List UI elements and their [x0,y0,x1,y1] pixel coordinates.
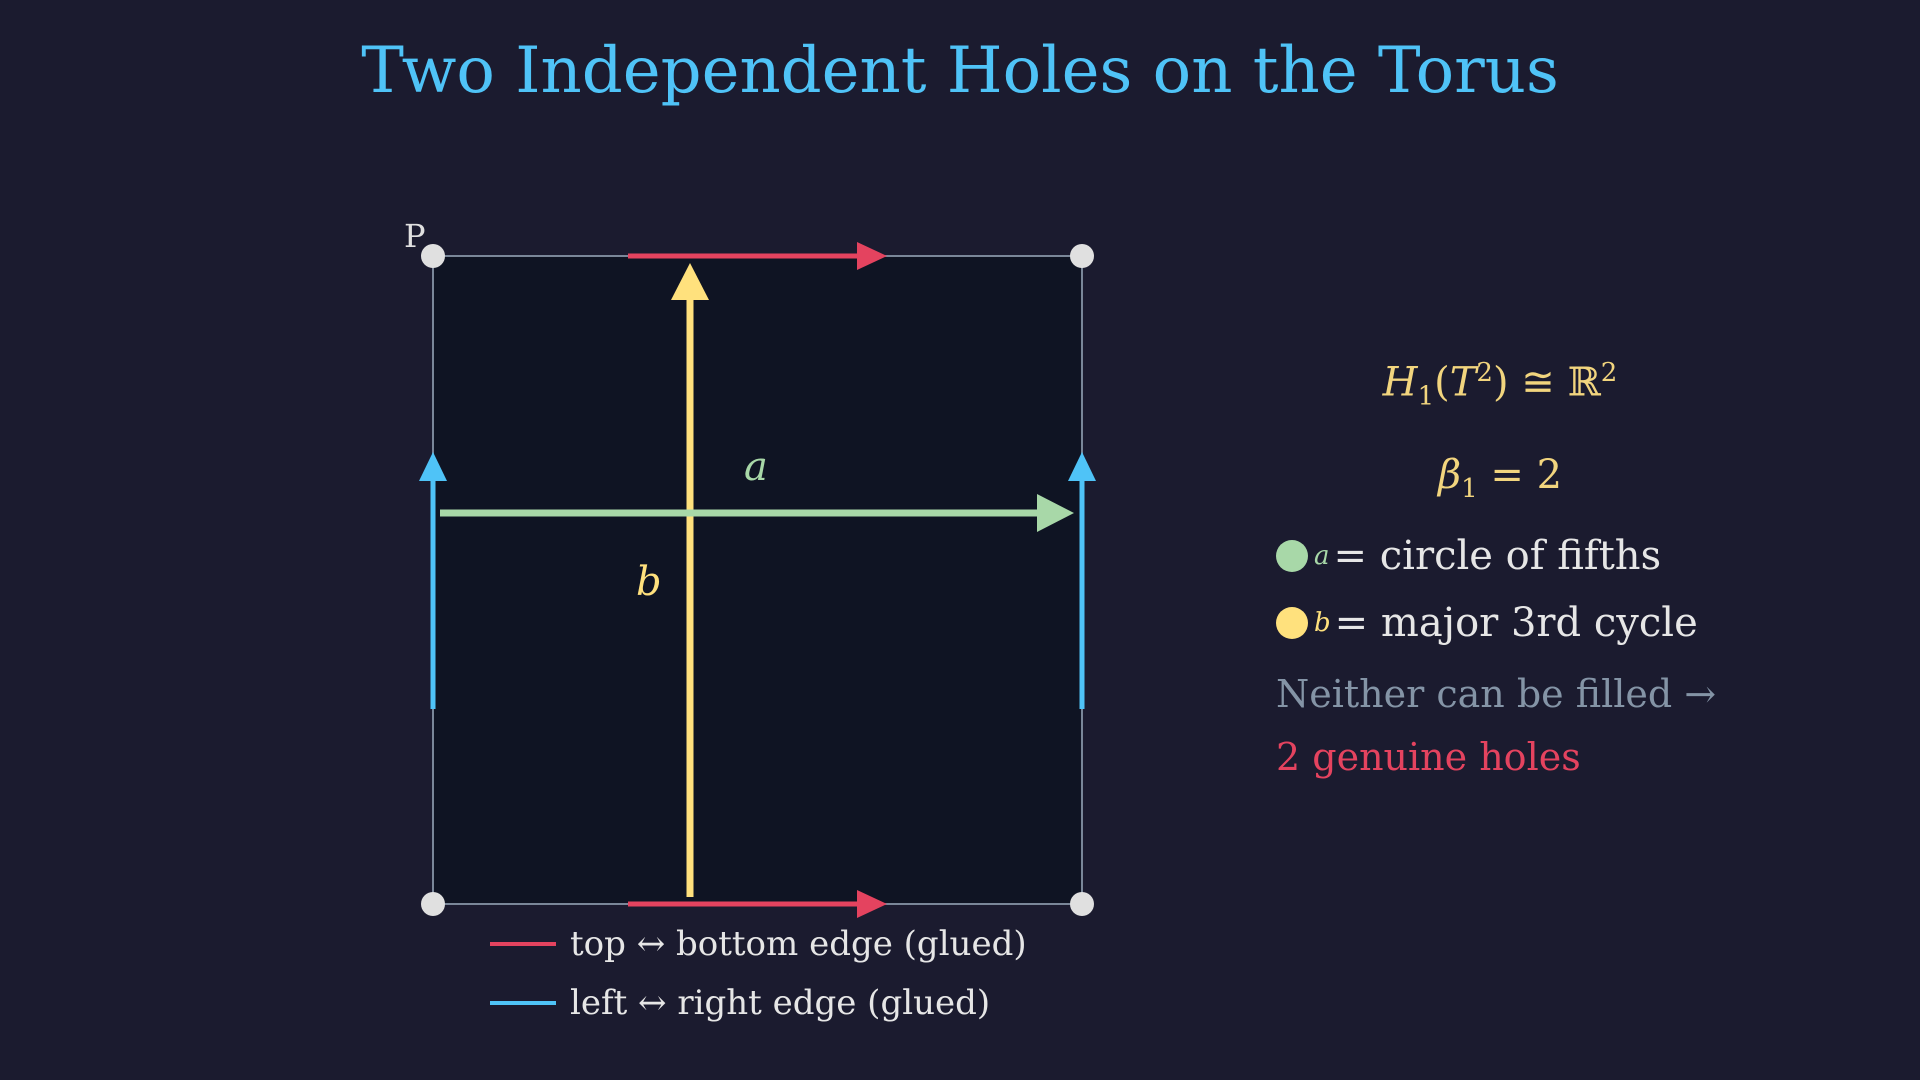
key-loop-b: b = major 3rd cycle [1276,600,1698,646]
legend-label: top ↔ bottom edge (glued) [570,924,1027,964]
vertex-label-p: P [404,217,426,255]
yellow-dot-icon [1276,607,1308,639]
fundamental-square [432,255,1083,905]
formula-beta: β [1437,452,1462,498]
formula-rel: ≅ [1508,359,1568,406]
formula-sub: 1 [1417,381,1435,412]
key-text: = major 3rd cycle [1334,600,1698,646]
left-edge-arrow [419,452,447,709]
right-edge-arrow [1068,452,1096,709]
key-text: = circle of fifths [1333,533,1662,579]
formula-t: T [1449,359,1477,406]
legend-left-right: left ↔ right edge (glued) [490,983,990,1023]
formula-h: H [1382,359,1418,406]
vertex-top-left [421,244,445,268]
homology-formula: H1(T2) ≅ ℝ2 [1382,358,1618,412]
formula-sup-r: 2 [1600,358,1618,388]
betti-formula: β1 = 2 [1300,452,1700,504]
legend-red-swatch [490,942,556,946]
formula-beta-sub: 1 [1461,474,1478,504]
bottom-edge-arrow [628,890,887,918]
formula-sup: 2 [1476,358,1493,388]
legend-top-bottom: top ↔ bottom edge (glued) [490,924,1027,964]
top-edge-arrow [628,242,887,270]
note-neither-filled: Neither can be filled → [1276,672,1717,716]
key-loop-a: a = circle of fifths [1276,533,1661,579]
loop-a-arrow [440,494,1074,532]
vertex-bottom-left [421,892,445,916]
loop-b-label: b [636,559,662,605]
key-symbol: a [1314,541,1330,571]
loop-b-arrow [671,263,709,897]
legend-blue-swatch [490,1001,556,1005]
key-symbol: b [1314,608,1331,638]
vertex-top-right [1070,244,1094,268]
green-dot-icon [1276,540,1308,572]
formula-r: ℝ [1567,359,1601,406]
formula-beta-rest: = 2 [1477,452,1563,498]
loop-a-label: a [744,444,768,490]
page-title: Two Independent Holes on the Torus [361,34,1559,108]
vertex-bottom-right [1070,892,1094,916]
legend-label: left ↔ right edge (glued) [570,983,991,1023]
note-genuine-holes: 2 genuine holes [1276,735,1581,779]
